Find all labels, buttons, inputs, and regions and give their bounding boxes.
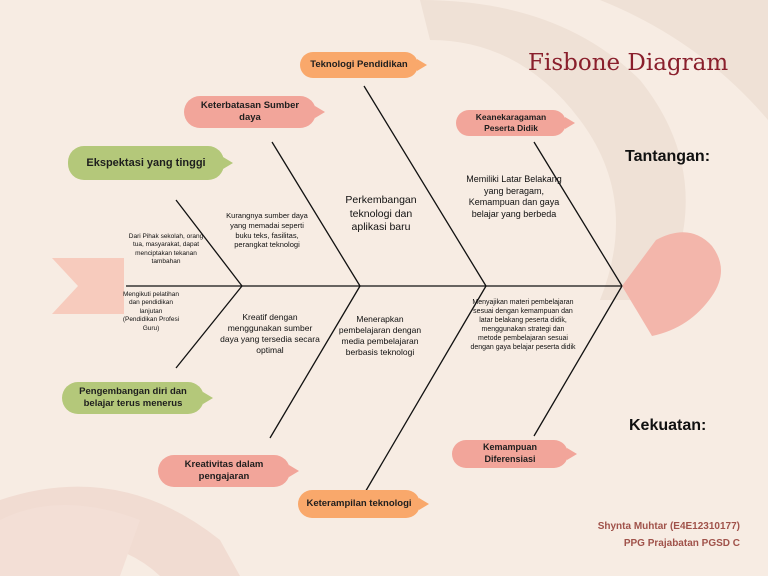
bubble-high-expectation-text: Ekspektasi yang tinggi	[86, 156, 206, 169]
bone-upper-1	[175, 199, 243, 287]
bubble-tail	[419, 498, 429, 510]
text-differentiated-detail: Menyajikan materi pembelajaran sesuai de…	[470, 299, 576, 352]
bubble-tech-skills-text: Keterampilan teknologi	[306, 497, 412, 509]
bubble-tail	[223, 157, 233, 169]
bubble-differentiation: Kemampuan Diferensiasi	[452, 440, 577, 468]
bubble-tail	[289, 465, 299, 477]
diagram-title: Fisbone Diagram	[528, 50, 729, 76]
bubble-edu-tech-text: Teknologi Pendidikan	[310, 58, 408, 70]
text-pressure: Dari Pihak sekolah, orang tua, masyaraka…	[128, 233, 204, 266]
bubble-resource-limit: Keterbatasan Sumber daya	[184, 96, 325, 128]
bubble-creative-teaching-text: Kreativitas dalam pengajaran	[184, 458, 264, 482]
bubble-resource-limit-text: Keterbatasan Sumber daya	[200, 99, 300, 123]
text-training: Mengikuti pelatihan dan pendidikan lanju…	[122, 291, 180, 332]
strengths-label: Kekuatan:	[629, 417, 707, 434]
text-tech-dev: Perkembangan teknologi dan aplikasi baru	[345, 194, 417, 234]
text-resource-detail: Kurangnya sumber daya yang memadai seper…	[226, 211, 308, 250]
bubble-high-expectation: Ekspektasi yang tinggi	[68, 146, 233, 180]
credit-program: PPG Prajabatan PGSD C	[623, 538, 740, 549]
bubble-student-diversity: Keanekaragaman Peserta Didik	[456, 110, 575, 136]
challenges-label: Tantangan:	[625, 148, 711, 165]
bubble-differentiation-text: Kemampuan Diferensiasi	[482, 442, 537, 464]
bubble-edu-tech: Teknologi Pendidikan	[300, 52, 427, 78]
bone-upper-2	[271, 141, 361, 287]
bone-lower-2	[269, 285, 361, 439]
bone-upper-3	[363, 85, 487, 287]
bubble-tech-skills: Keterampilan teknologi	[298, 490, 429, 518]
bubble-student-diversity-text: Keanekaragaman Peserta Didik	[475, 111, 547, 133]
credit-name: Shynta Muhtar (E4E12310177)	[597, 521, 740, 532]
bubble-self-development-text: Pengembangan diri dan belajar terus mene…	[79, 385, 187, 409]
bubble-tail	[565, 117, 575, 129]
text-diverse-background: Memiliki Latar Belakang yang beragam, Ke…	[466, 174, 562, 220]
bone-upper-4	[533, 141, 623, 287]
text-media-learning: Menerapkan pembelajaran dengan media pem…	[338, 314, 422, 358]
bone-lower-4	[533, 285, 623, 437]
bone-lower-3	[363, 285, 487, 495]
fish-tail	[52, 258, 124, 314]
bone-lower-1	[175, 285, 243, 369]
bubble-tail	[567, 448, 577, 460]
text-creative-detail: Kreatif dengan menggunakan sumber daya y…	[220, 312, 320, 356]
fish-head	[622, 232, 721, 336]
bubble-tail	[203, 392, 213, 404]
bubble-self-development: Pengembangan diri dan belajar terus mene…	[62, 382, 213, 414]
bubble-tail	[315, 106, 325, 118]
bubble-creative-teaching: Kreativitas dalam pengajaran	[158, 455, 299, 487]
bubble-tail	[417, 59, 427, 71]
